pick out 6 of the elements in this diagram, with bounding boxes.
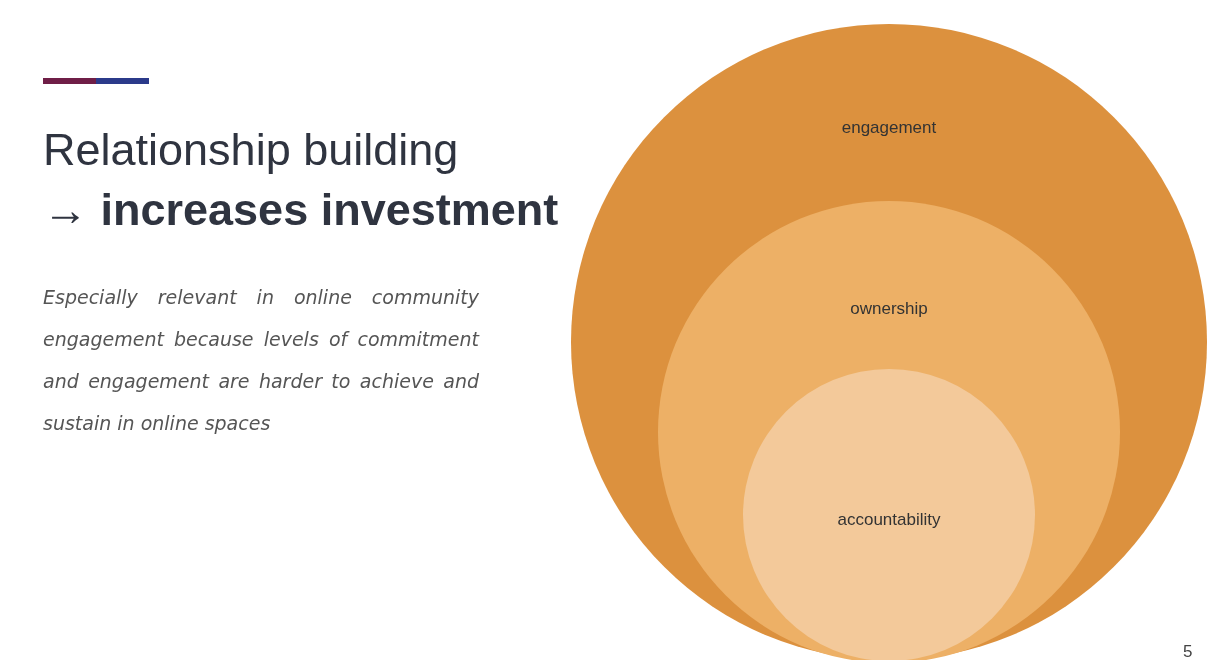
page-number: 5 <box>1183 642 1193 660</box>
description-paragraph: Especially relevant in online community engagement because levels of commitment and engagement are harder to achieve and sustain in online spaces <box>43 285 479 436</box>
slide-title: Relationship building → increases investment <box>43 123 559 237</box>
circle-label: accountability <box>837 510 941 530</box>
circle-label: ownership <box>850 299 928 319</box>
circle-label: engagement <box>841 118 937 138</box>
